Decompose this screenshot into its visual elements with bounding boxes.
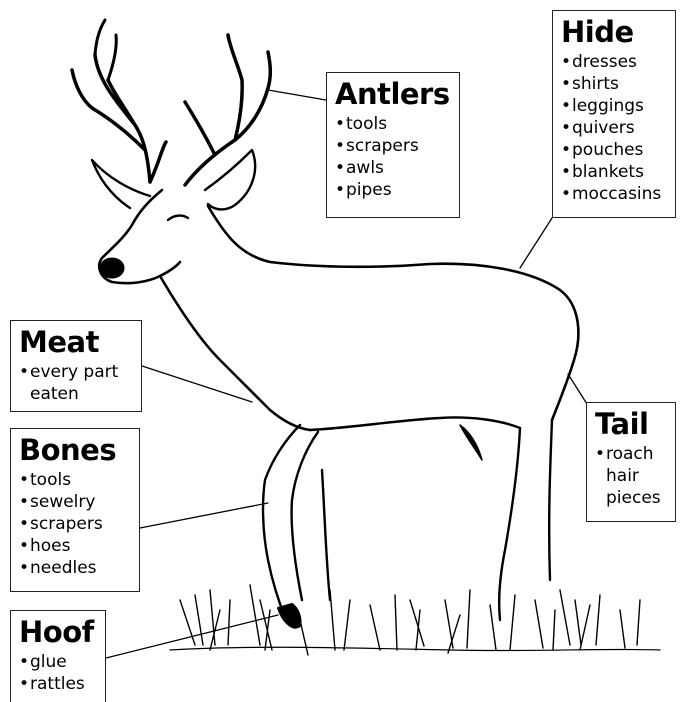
list-item: •blankets <box>561 161 667 183</box>
antler-right <box>185 35 270 185</box>
deer-nose <box>100 258 124 278</box>
deer-back <box>208 206 578 420</box>
list-item: •scrapers <box>19 513 131 535</box>
deer-front-hoof <box>278 604 301 628</box>
label-box-meat: Meat •every part eaten <box>10 320 142 412</box>
leader-antlers <box>268 90 326 100</box>
leader-meat <box>142 366 252 402</box>
list-item: •pouches <box>561 139 667 161</box>
deer-eye <box>168 216 188 220</box>
list-item: pieces <box>595 487 667 509</box>
label-list-tail: •roach hair pieces <box>595 443 667 509</box>
list-item: •moccasins <box>561 183 667 205</box>
label-title-antlers: Antlers <box>335 77 451 111</box>
list-item: •tools <box>335 113 451 135</box>
list-item: •shirts <box>561 73 667 95</box>
label-title-meat: Meat <box>19 325 133 359</box>
label-box-hoof: Hoof •glue •rattles <box>10 610 106 702</box>
leader-bones <box>140 503 268 528</box>
list-item: •tools <box>19 469 131 491</box>
grass-base <box>170 647 660 650</box>
label-box-antlers: Antlers •tools •scrapers •awls •pipes <box>326 72 460 218</box>
deer-hind-shadow <box>460 425 482 460</box>
antler-left <box>72 55 166 182</box>
label-title-hoof: Hoof <box>19 615 97 649</box>
deer-chest <box>160 276 310 430</box>
deer-belly <box>310 417 520 430</box>
list-item: eaten <box>19 383 133 405</box>
list-item: •dresses <box>561 51 667 73</box>
list-item: •glue <box>19 651 97 673</box>
list-item: •rattles <box>19 673 97 695</box>
list-item: •every part <box>19 361 133 383</box>
label-list-bones: •tools •sewelry •scrapers •hoes •needles <box>19 469 131 579</box>
grass <box>180 585 640 655</box>
list-item: •hoes <box>19 535 131 557</box>
deer-front-leg-back <box>322 470 330 600</box>
deer-front-leg-raised <box>263 425 318 620</box>
label-title-tail: Tail <box>595 407 667 441</box>
label-list-hide: •dresses •shirts •leggings •quivers •pou… <box>561 51 667 205</box>
label-box-tail: Tail •roach hair pieces <box>586 402 676 522</box>
list-item: •needles <box>19 557 131 579</box>
label-title-bones: Bones <box>19 433 131 467</box>
list-item: hair <box>595 465 667 487</box>
label-list-hoof: •glue •rattles <box>19 651 97 695</box>
list-item: •pipes <box>335 179 451 201</box>
label-box-bones: Bones •tools •sewelry •scrapers •hoes •n… <box>10 428 140 592</box>
list-item: •quivers <box>561 117 667 139</box>
list-item: •sewelry <box>19 491 131 513</box>
leader-hide <box>520 218 552 268</box>
label-list-antlers: •tools •scrapers •awls •pipes <box>335 113 451 201</box>
list-item: •roach <box>595 443 667 465</box>
deer-ear-left <box>92 160 150 208</box>
label-list-meat: •every part eaten <box>19 361 133 405</box>
label-box-hide: Hide •dresses •shirts •leggings •quivers… <box>552 10 676 218</box>
label-title-hide: Hide <box>561 15 667 49</box>
list-item: •leggings <box>561 95 667 117</box>
deer-rear-leg <box>499 420 552 620</box>
list-item: •scrapers <box>335 135 451 157</box>
list-item: •awls <box>335 157 451 179</box>
